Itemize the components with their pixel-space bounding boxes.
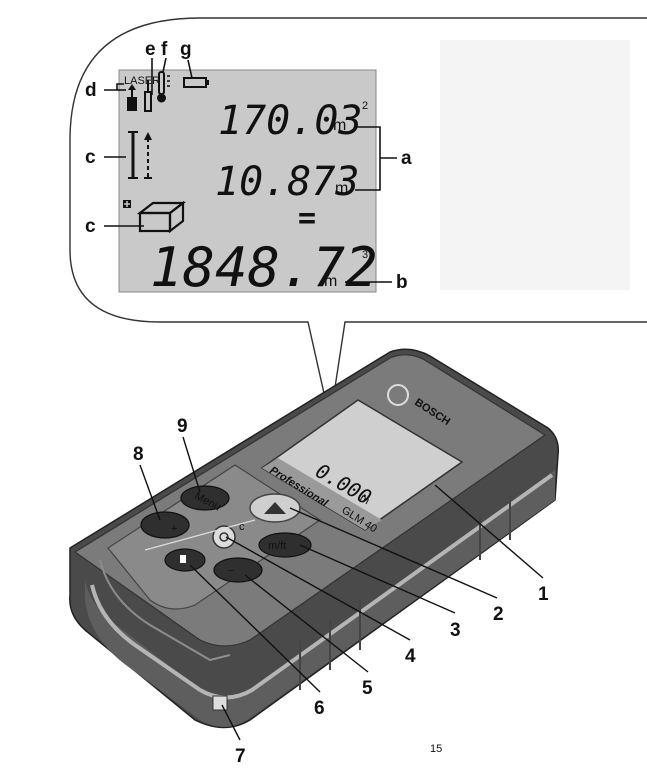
laser-indicator-text: LASER xyxy=(124,75,160,87)
lcd-equals-sign: = xyxy=(298,201,316,236)
function-button-label: m/ft xyxy=(268,540,286,552)
lcd-glare xyxy=(440,40,630,290)
callout-3: 3 xyxy=(450,620,461,641)
callout-e: e xyxy=(145,39,156,60)
minus-button-label: − xyxy=(228,565,234,577)
callout-4: 4 xyxy=(405,646,416,667)
function-button[interactable] xyxy=(258,532,312,558)
callout-1: 1 xyxy=(538,584,549,605)
callout-7: 7 xyxy=(235,746,246,767)
callout-6: 6 xyxy=(314,698,325,719)
battery-icon xyxy=(183,77,209,88)
lcd-line1-exponent: 2 xyxy=(362,100,368,112)
callout-8: 8 xyxy=(133,444,144,465)
plus-button[interactable] xyxy=(140,511,190,539)
lcd-line2-value: 10.873 xyxy=(215,159,360,205)
callout-c-top: c xyxy=(85,147,96,168)
plus-button-label: + xyxy=(171,523,177,535)
laser-reference-icon xyxy=(127,84,137,111)
lcd-result-exponent: 3 xyxy=(362,249,368,261)
lcd-panel xyxy=(118,69,377,293)
minus-button[interactable] xyxy=(213,557,263,583)
measure-button[interactable] xyxy=(249,493,301,523)
lcd-line1-unit: m xyxy=(333,117,346,134)
callout-2: 2 xyxy=(493,604,504,625)
callout-f: f xyxy=(161,39,168,60)
lcd-line2-unit: m xyxy=(335,180,348,197)
keypad-divider xyxy=(144,519,256,551)
temperature-warning-icon xyxy=(157,71,170,103)
display-leader-lines xyxy=(104,57,397,283)
length-measurement-icon xyxy=(128,131,152,179)
callout-g: g xyxy=(180,39,192,60)
callout-d: d xyxy=(85,80,97,101)
menu-button[interactable] xyxy=(180,485,230,511)
callout-b: b xyxy=(396,272,408,293)
lcd-line1-value: 170.03 xyxy=(218,98,363,144)
lcd-result-unit: m xyxy=(324,273,337,290)
reference-button[interactable] xyxy=(164,548,206,572)
lcd-result-value: 1848.72 xyxy=(150,236,378,299)
callout-9: 9 xyxy=(177,416,188,437)
device-screen xyxy=(260,399,464,531)
volume-measurement-icon xyxy=(123,200,187,234)
callout-5: 5 xyxy=(362,678,373,699)
onoff-clear-button[interactable] xyxy=(212,525,236,549)
callout-a: a xyxy=(401,148,412,169)
tripod-reference-icon xyxy=(144,80,152,112)
callout-c-bottom: c xyxy=(85,216,96,237)
device-leader-lines xyxy=(139,436,544,741)
clear-button-label: c xyxy=(239,521,245,533)
page-number: 15 xyxy=(430,743,442,755)
